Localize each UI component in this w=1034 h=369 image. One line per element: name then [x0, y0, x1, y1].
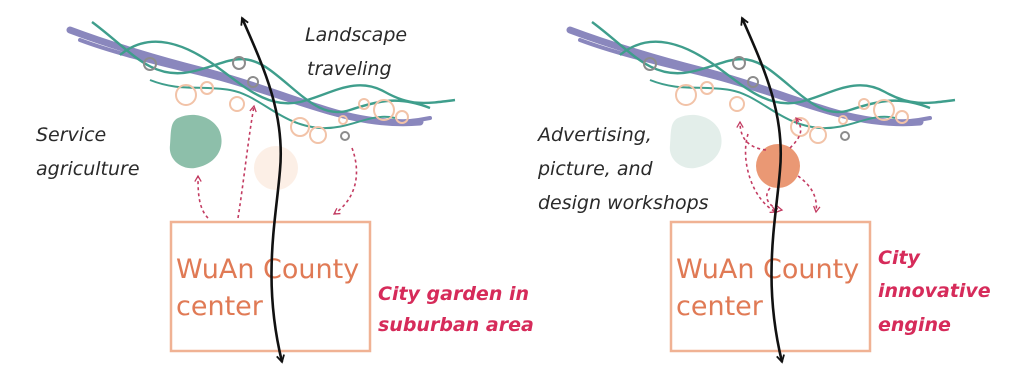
agriculture-label-line1: Service — [36, 124, 106, 146]
diagram-left: WuAn County center Landscape traveling S… — [36, 18, 534, 362]
role-label-line1: City — [878, 247, 922, 269]
dotted-arrow-to-agriculture — [194, 174, 209, 219]
landscape-label-line1: Landscape — [305, 24, 407, 46]
faded-circle — [254, 146, 298, 190]
main-axis-arrow — [742, 18, 782, 362]
box-text-line1: WuAn County — [676, 254, 859, 285]
agriculture-blob-faded — [669, 114, 722, 169]
role-label-line1: City garden in — [378, 283, 529, 305]
box-text-line1: WuAn County — [176, 254, 359, 285]
role-label-line3: engine — [878, 314, 951, 336]
dotted-arrow-to-river — [237, 104, 257, 219]
main-axis-arrow — [242, 18, 282, 362]
workshops-label-line1: Advertising, — [536, 124, 652, 146]
agriculture-blob — [169, 114, 222, 169]
dotted-arrow-down-right — [797, 175, 821, 214]
diagram-right: WuAn County center Advertising, picture,… — [536, 18, 991, 362]
role-label-line2: innovative — [878, 280, 991, 302]
dotted-arrow-up-right — [789, 116, 803, 149]
box-text-line2: center — [176, 291, 264, 322]
workshops-label-line3: design workshops — [538, 192, 709, 214]
agriculture-label-line2: agriculture — [36, 158, 140, 180]
landscape-label-line2: traveling — [307, 58, 392, 80]
box-text-line2: center — [676, 291, 764, 322]
role-label-line2: suburban area — [378, 314, 534, 336]
workshops-label-line2: picture, and — [537, 158, 654, 180]
dotted-arrow-up-left — [736, 120, 767, 151]
dotted-arrow-to-box — [332, 147, 358, 215]
